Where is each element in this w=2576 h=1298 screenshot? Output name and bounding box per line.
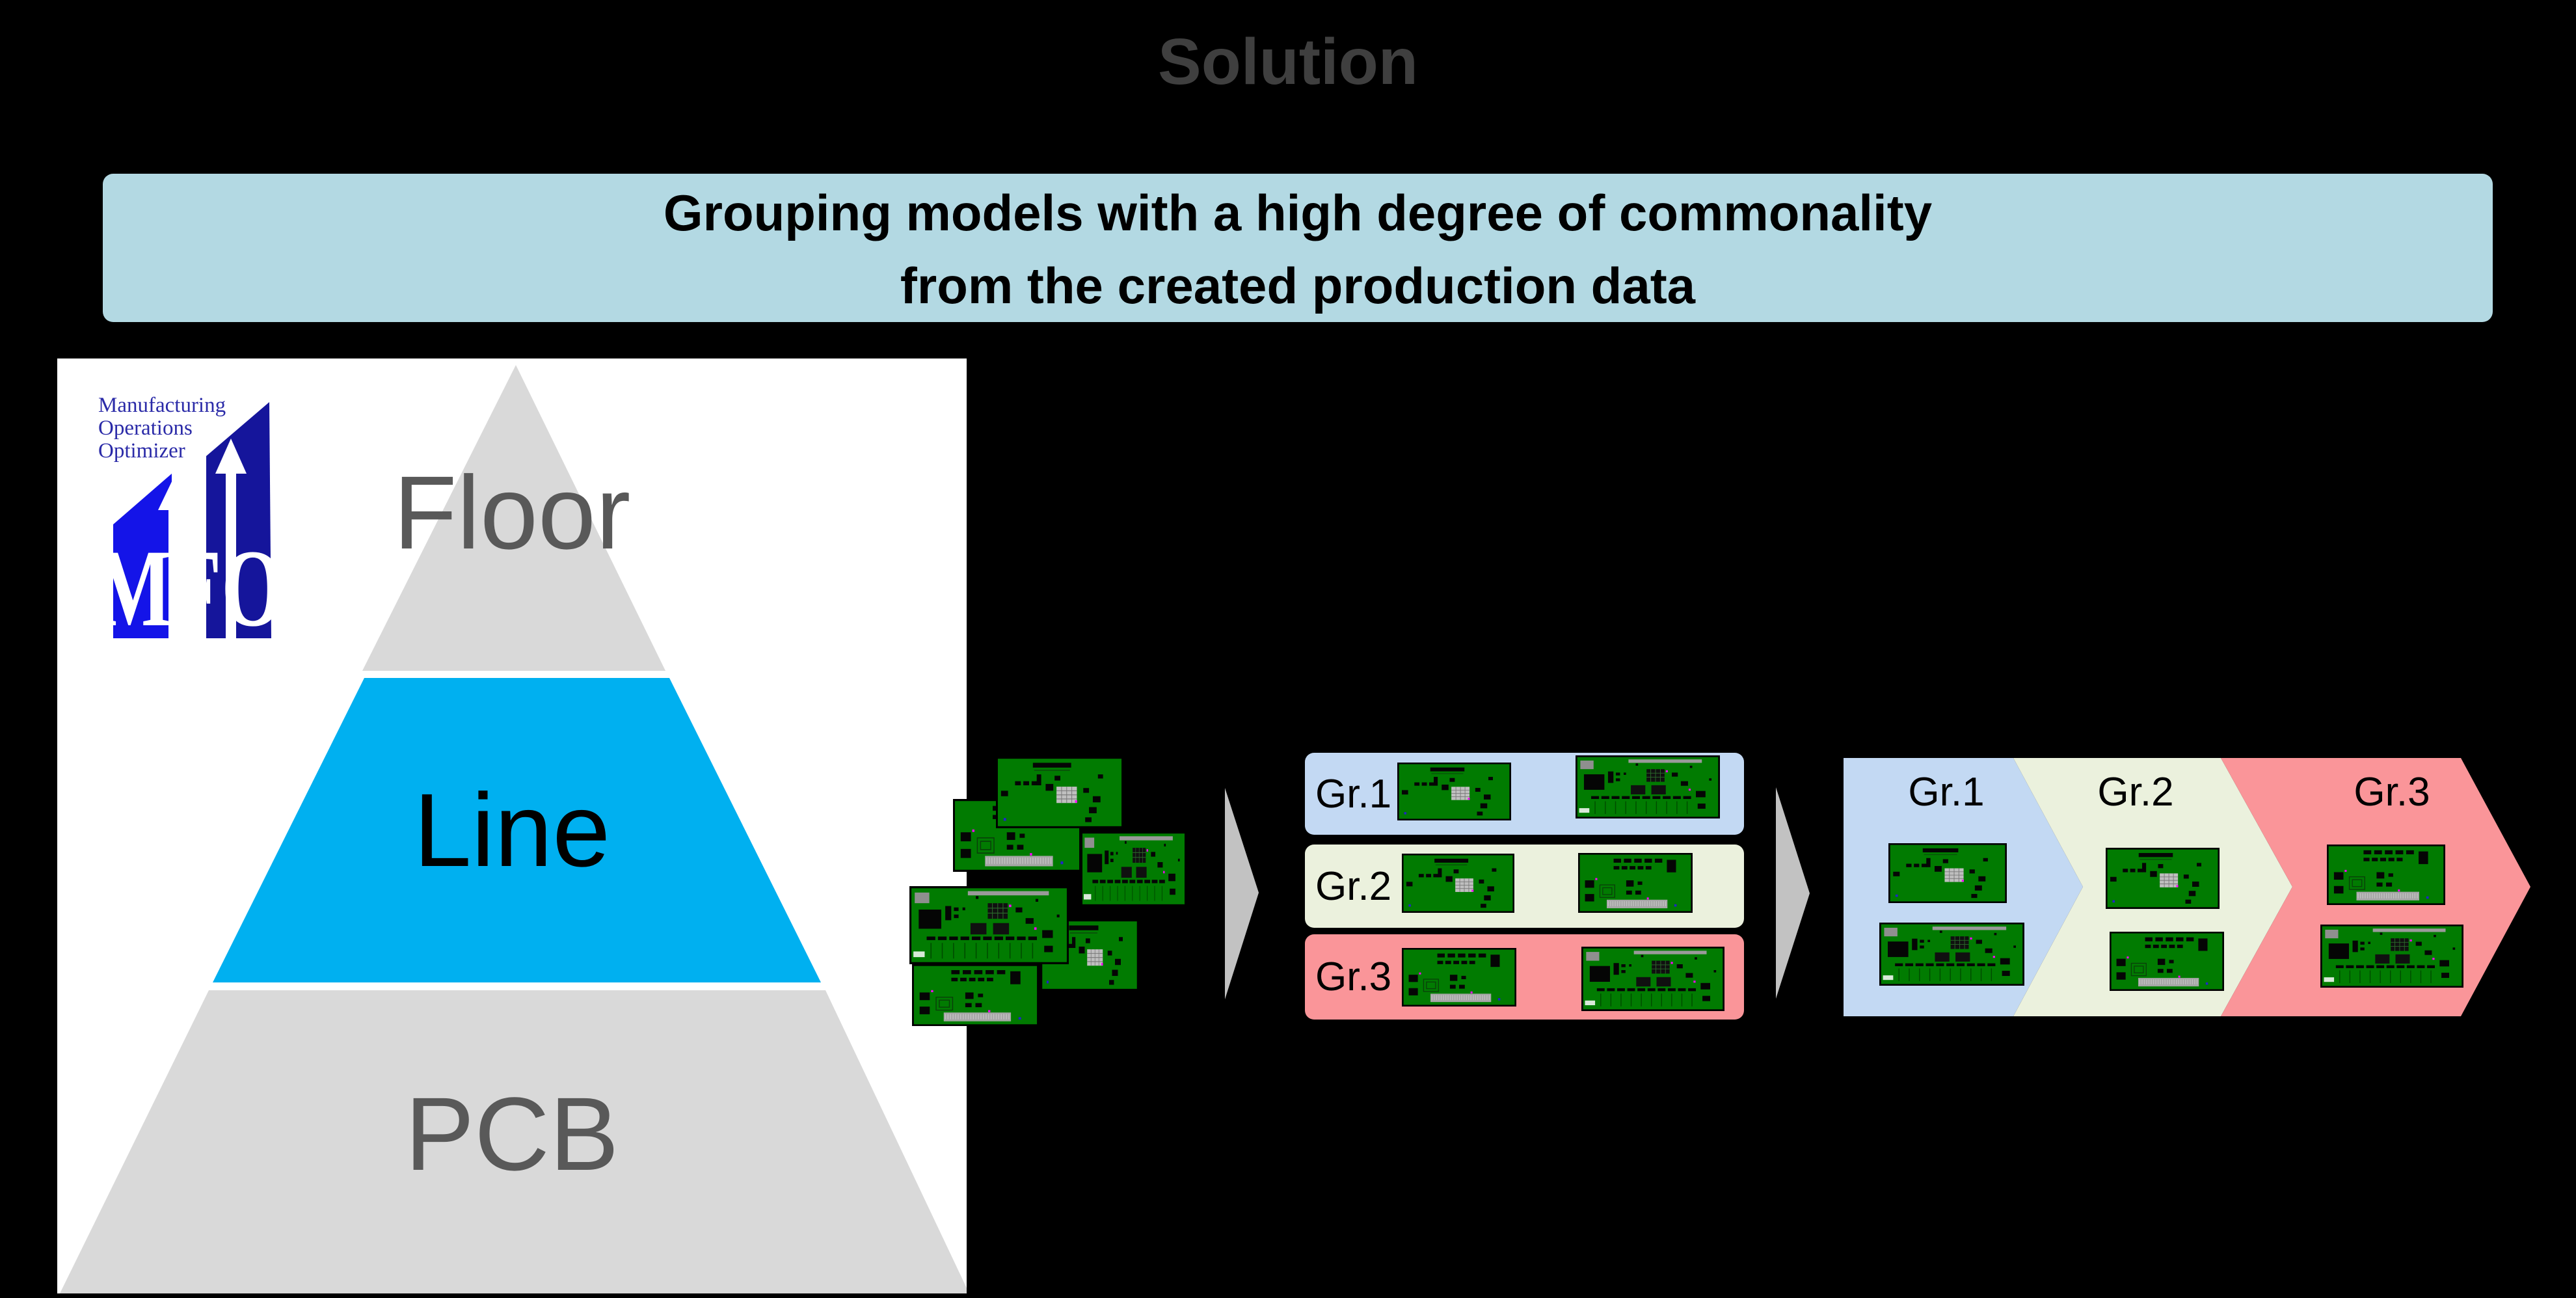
flow-step-label: Gr.3 (2354, 770, 2430, 815)
logo-text-line-1: Manufacturing (98, 394, 226, 417)
logo-acronym: MFO (96, 527, 284, 638)
pyramid-level-label-line: Line (413, 772, 611, 888)
solution-banner: Grouping models with a high degree of co… (103, 174, 2493, 322)
pyramid-diagram (60, 365, 967, 1293)
group-row-gr2: Gr.2 (1305, 845, 1744, 928)
banner-text: Grouping models with a high degree of co… (103, 174, 2493, 322)
group-row-gr1: Gr.1 (1305, 753, 1744, 835)
flow-arrow-icon (1776, 787, 1810, 999)
pyramid-level-label-pcb: PCB (405, 1075, 619, 1192)
logo-band-left (113, 474, 172, 638)
pcb-image (1397, 763, 1511, 820)
pcb-image (996, 757, 1123, 828)
pyramid-level-line-shape (213, 678, 821, 982)
banner-line-1: Grouping models with a high degree of co… (663, 184, 1933, 241)
pcb-image (2320, 925, 2463, 988)
pcb-image (1581, 947, 1724, 1011)
pcb-image (1888, 843, 2007, 903)
flow-arrow-icon (1225, 788, 1259, 999)
pcb-image (1402, 948, 1516, 1007)
pcb-image (1576, 755, 1720, 818)
logo-text-line-3: Optimizer (98, 439, 185, 463)
slide-title: Solution (1158, 25, 1418, 98)
grouping-result: Gr.1 Gr.2 Gr.3 (1305, 753, 1744, 1023)
banner-line-2: from the created production data (900, 257, 1696, 314)
pcb-image (909, 886, 1069, 964)
logo-text: Manufacturing Operations Optimizer (98, 394, 226, 463)
pyramid-level-pcb-shape (60, 990, 967, 1293)
pyramid-level-label-floor: Floor (393, 454, 631, 571)
group-row-label: Gr.2 (1315, 863, 1392, 909)
flow-step-label: Gr.2 (2097, 770, 2174, 815)
pcb-image (2110, 932, 2224, 991)
pcb-image (1879, 923, 2024, 986)
pcb-image (1402, 854, 1514, 913)
pyramid-panel: Floor Line PCB MFO Manufacturing Operati… (57, 358, 967, 1293)
group-row-gr3: Gr.3 (1305, 934, 1744, 1020)
flow-step-label: Gr.1 (1908, 770, 1985, 815)
pcb-image (1081, 832, 1186, 906)
pyramid-level-floor-shape (362, 365, 665, 671)
logo-up-arrow-icon (158, 439, 247, 638)
mfo-logo-graphic: MFO (96, 402, 284, 638)
group-row-label: Gr.3 (1315, 954, 1392, 999)
pcb-image (912, 964, 1039, 1026)
pcb-image (1578, 853, 1693, 913)
mfo-logo: MFO Manufacturing Operations Optimizer (93, 394, 288, 638)
pcb-image (2327, 845, 2445, 905)
logo-text-line-2: Operations (98, 416, 193, 440)
production-flow: Gr.1 Gr.2 Gr.3 (1844, 758, 2530, 1016)
group-row-label: Gr.1 (1315, 771, 1392, 817)
pcb-image (2106, 848, 2220, 909)
